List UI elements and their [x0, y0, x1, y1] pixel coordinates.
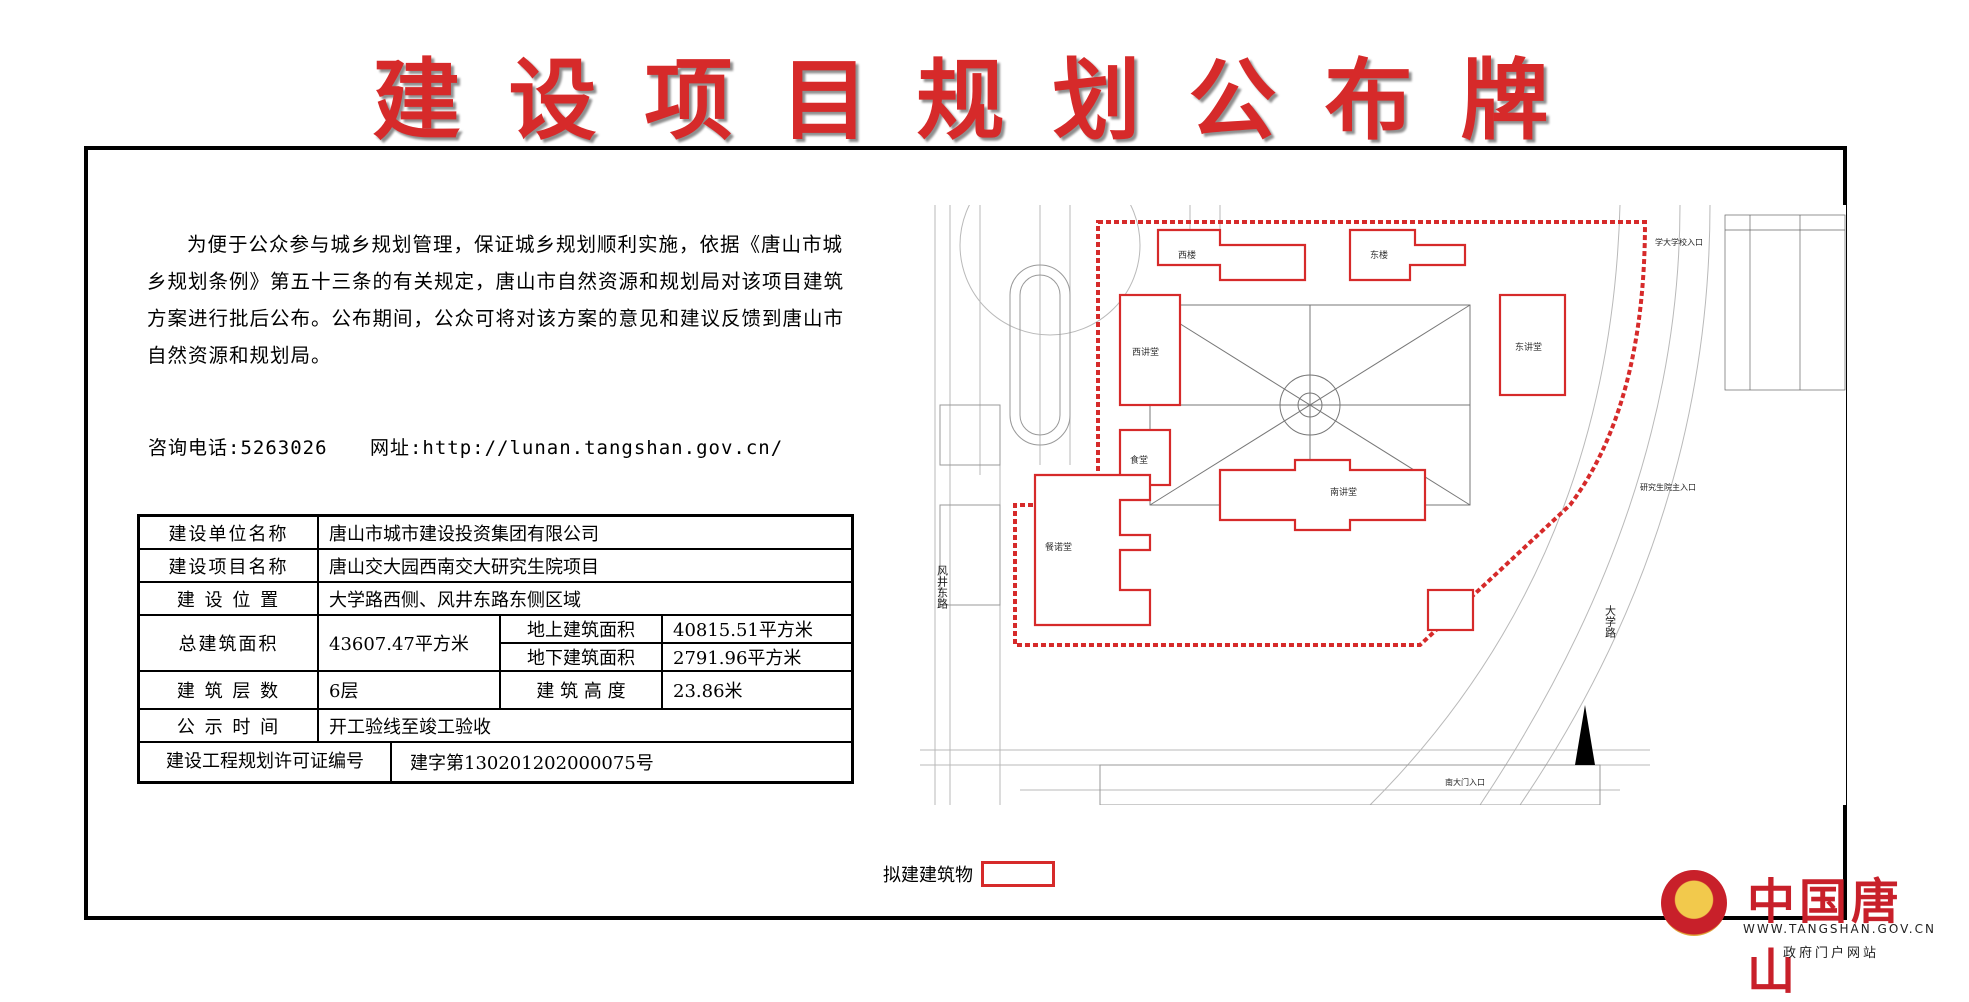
table-row: 建 筑 层 数 6层 建 筑 高 度 23.86米	[137, 670, 854, 710]
page-title: 建设项目规划公布牌	[372, 49, 1597, 152]
entrance-south-label: 南大门入口	[1445, 777, 1485, 787]
entrance-east-label: 研究生院主入口	[1640, 482, 1696, 492]
above-value: 40815.51平方米	[661, 614, 854, 644]
road-west-label: 风井东路	[936, 565, 949, 610]
project-value: 唐山交大园西南交大研究生院项目	[317, 548, 854, 583]
table-row: 总建筑面积 43607.47平方米 地上建筑面积 40815.51平方米	[137, 614, 854, 672]
north-arrow-icon	[1575, 705, 1595, 765]
phone-text: 咨询电话:5263026	[148, 437, 328, 459]
plan-label-east-hall: 东讲堂	[1515, 341, 1542, 353]
project-label: 建设项目名称	[137, 548, 319, 583]
plan-label-east-building: 东楼	[1370, 249, 1388, 261]
entrance-north-label: 学大学校入口	[1655, 237, 1703, 247]
period-value: 开工验线至竣工验收	[317, 708, 854, 743]
location-label: 建 设 位 置	[137, 581, 319, 616]
location-value: 大学路西侧、风井东路东侧区域	[317, 581, 854, 616]
plan-label-canteen: 食堂	[1130, 454, 1148, 466]
table-row: 建设项目名称 唐山交大园西南交大研究生院项目	[137, 548, 854, 583]
table-row: 建设工程规划许可证编号 建字第130201202000075号	[137, 741, 854, 784]
above-label: 地上建筑面积	[499, 614, 663, 644]
contact-line: 咨询电话:5263026 网址:http://lunan.tangshan.go…	[148, 433, 813, 460]
national-emblem-icon	[1661, 870, 1727, 936]
total-area-value: 43607.47平方米	[317, 614, 501, 672]
table-row: 建 设 位 置 大学路西侧、风井东路东侧区域	[137, 581, 854, 616]
permit-row: 建设工程规划许可证编号 建字第130201202000075号	[140, 743, 851, 781]
plan-label-west-hall: 西讲堂	[1132, 346, 1159, 358]
project-info-table: 建设单位名称 唐山市城市建设投资集团有限公司 建设项目名称 唐山交大园西南交大研…	[137, 514, 854, 784]
plan-label-dining: 餐诺堂	[1045, 541, 1072, 553]
period-label: 公 示 时 间	[137, 708, 319, 743]
unit-value: 唐山市城市建设投资集团有限公司	[317, 514, 854, 550]
intro-paragraph: 为便于公众参与城乡规划管理，保证城乡规划顺利实施，依据《唐山市城乡规划条例》第五…	[147, 233, 845, 367]
site-plan: 西楼 东楼 西讲堂 东讲堂 食堂 南讲堂 餐诺堂 风井东路 大学路 学大学校入口…	[920, 205, 1846, 805]
table-row: 建设单位名称 唐山市城市建设投资集团有限公司	[137, 514, 854, 550]
permit-label: 建设工程规划许可证编号	[140, 743, 392, 781]
below-value: 2791.96平方米	[661, 642, 854, 672]
logo-url: WWW.TANGSHAN.GOV.CN	[1743, 922, 1936, 936]
below-label: 地下建筑面积	[499, 642, 663, 672]
height-label: 建 筑 高 度	[499, 670, 663, 710]
logo-subtitle: 政府门户网站	[1783, 946, 1880, 961]
legend-swatch	[981, 861, 1055, 887]
floors-value: 6层	[317, 670, 501, 710]
permit-row-cell: 建设工程规划许可证编号 建字第130201202000075号	[137, 741, 854, 784]
website-text: 网址:http://lunan.tangshan.gov.cn/	[369, 437, 784, 459]
site-boundary	[1013, 220, 1648, 647]
permit-value: 建字第130201202000075号	[410, 753, 654, 774]
government-logo: 中国唐山 WWW.TANGSHAN.GOV.CN 政府门户网站	[1653, 862, 1953, 1000]
legend-label: 拟建建筑物	[883, 865, 973, 886]
height-value: 23.86米	[661, 670, 854, 710]
total-area-label: 总建筑面积	[137, 614, 319, 672]
road-east-label: 大学路	[1604, 604, 1617, 639]
unit-label: 建设单位名称	[137, 514, 319, 550]
floors-label: 建 筑 层 数	[137, 670, 319, 710]
table-row: 公 示 时 间 开工验线至竣工验收	[137, 708, 854, 743]
plan-label-south-hall: 南讲堂	[1330, 486, 1357, 498]
plan-label-west-building: 西楼	[1178, 249, 1196, 261]
table-row: 地下建筑面积 2791.96平方米	[139, 642, 854, 672]
